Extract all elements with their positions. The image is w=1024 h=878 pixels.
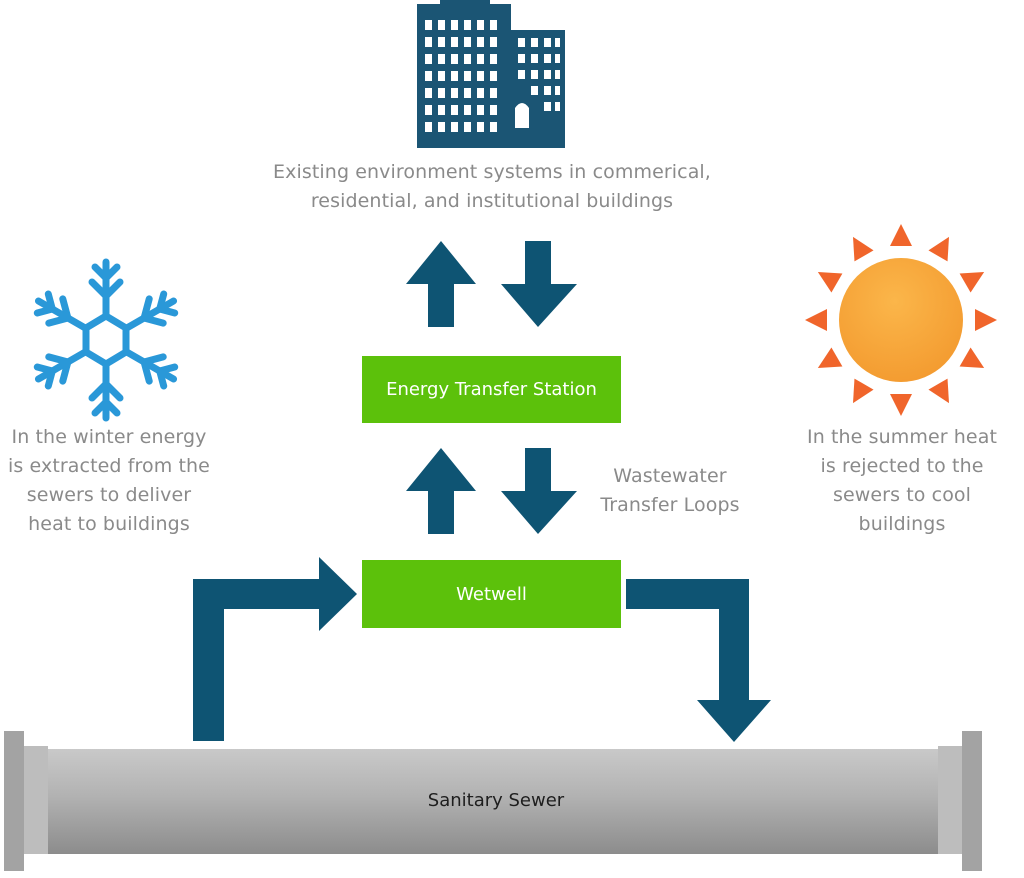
sewer-pipe [4, 731, 982, 871]
up-arrow-icon [406, 448, 476, 534]
summer-caption: In the summer heat is rejected to the se… [806, 426, 998, 535]
energy-transfer-station-label: Energy Transfer Station [386, 379, 597, 400]
sun-icon [805, 224, 997, 416]
winter-caption: In the winter energy is extracted from t… [8, 426, 210, 535]
snowflake-icon [31, 258, 180, 418]
up-arrow-icon [406, 241, 476, 327]
wastewater-transfer-loops-label: Wastewater Transfer Loops [600, 465, 740, 516]
down-arrow-icon [501, 241, 577, 327]
wetwell-label: Wetwell [456, 583, 527, 605]
building-icon [417, 0, 565, 148]
sanitary-sewer-label: Sanitary Sewer [427, 790, 565, 811]
down-arrow-icon [501, 448, 577, 534]
buildings-caption: Existing environment systems in commeric… [273, 161, 711, 212]
inflow-arrow-icon [193, 557, 357, 741]
wetwell-box: Wetwell [362, 560, 621, 628]
outflow-arrow-icon [626, 579, 771, 742]
energy-transfer-station-box: Energy Transfer Station [362, 356, 621, 423]
